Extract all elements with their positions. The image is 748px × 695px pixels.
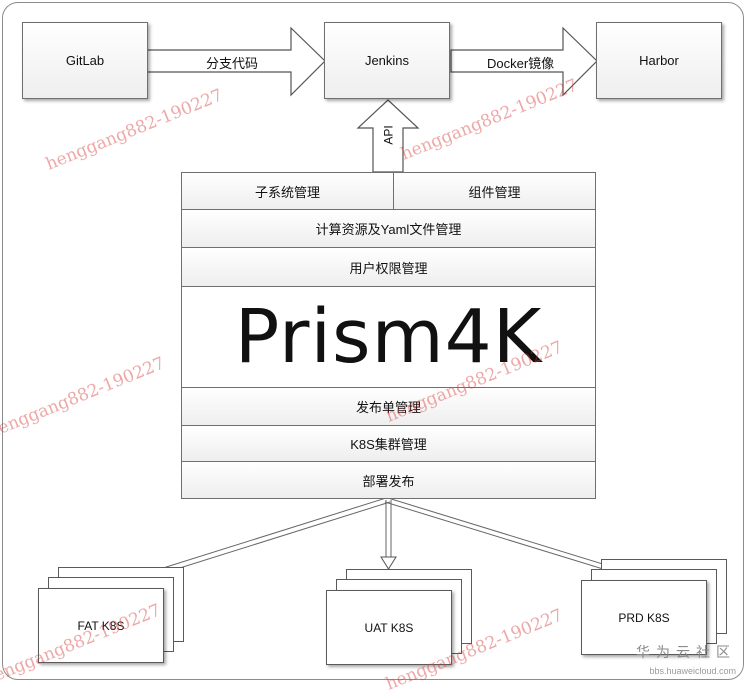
component-management-label: 组件管理: [468, 184, 521, 200]
uat-sheet-front: UAT K8S: [326, 590, 452, 665]
jenkins-to-harbor-arrow: [450, 26, 598, 97]
jenkins-node: Jenkins: [324, 22, 450, 99]
deploy-release: 部署发布: [181, 461, 596, 499]
subsystem-management: 子系统管理: [181, 172, 394, 210]
resource-yaml-management-label: 计算资源及Yaml文件管理: [315, 222, 462, 237]
fat-sheet-front: FAT K8S: [38, 588, 164, 663]
prd-k8s-label: PRD K8S: [618, 610, 670, 625]
brand-name: 华为云社区: [636, 644, 736, 660]
user-permission-management-label: 用户权限管理: [349, 260, 428, 276]
brand-url: bbs.huaweicloud.com: [649, 666, 736, 676]
release-order-management-label: 发布单管理: [355, 400, 421, 415]
gitlab-label: GitLab: [65, 53, 105, 68]
harbor-label: Harbor: [639, 53, 679, 68]
subsystem-management-label: 子系统管理: [254, 184, 320, 200]
uat-k8s-label: UAT K8S: [364, 620, 414, 635]
api-label: API: [381, 125, 396, 145]
gitlab-to-jenkins-arrow: [146, 26, 326, 97]
harbor-node: Harbor: [596, 22, 722, 99]
branch-code-label: 分支代码: [206, 56, 259, 71]
k8s-cluster-management: K8S集群管理: [181, 425, 596, 462]
prd-sheet-front: PRD K8S: [581, 580, 707, 655]
prism4k-title-text: Prism4K: [234, 294, 543, 380]
resource-yaml-management: 计算资源及Yaml文件管理: [181, 209, 596, 248]
docker-image-label: Docker镜像: [487, 56, 555, 71]
prism-to-jenkins-arrow: [356, 99, 420, 173]
k8s-cluster-management-label: K8S集群管理: [350, 437, 427, 452]
fat-k8s-label: FAT K8S: [77, 618, 125, 633]
arrowhead-uat: [380, 556, 397, 570]
prism4k-title: Prism4K: [181, 286, 596, 388]
gitlab-node: GitLab: [22, 22, 148, 99]
jenkins-label: Jenkins: [364, 53, 410, 68]
user-permission-management: 用户权限管理: [181, 247, 596, 287]
component-management: 组件管理: [393, 172, 596, 210]
deploy-release-label: 部署发布: [362, 473, 415, 489]
